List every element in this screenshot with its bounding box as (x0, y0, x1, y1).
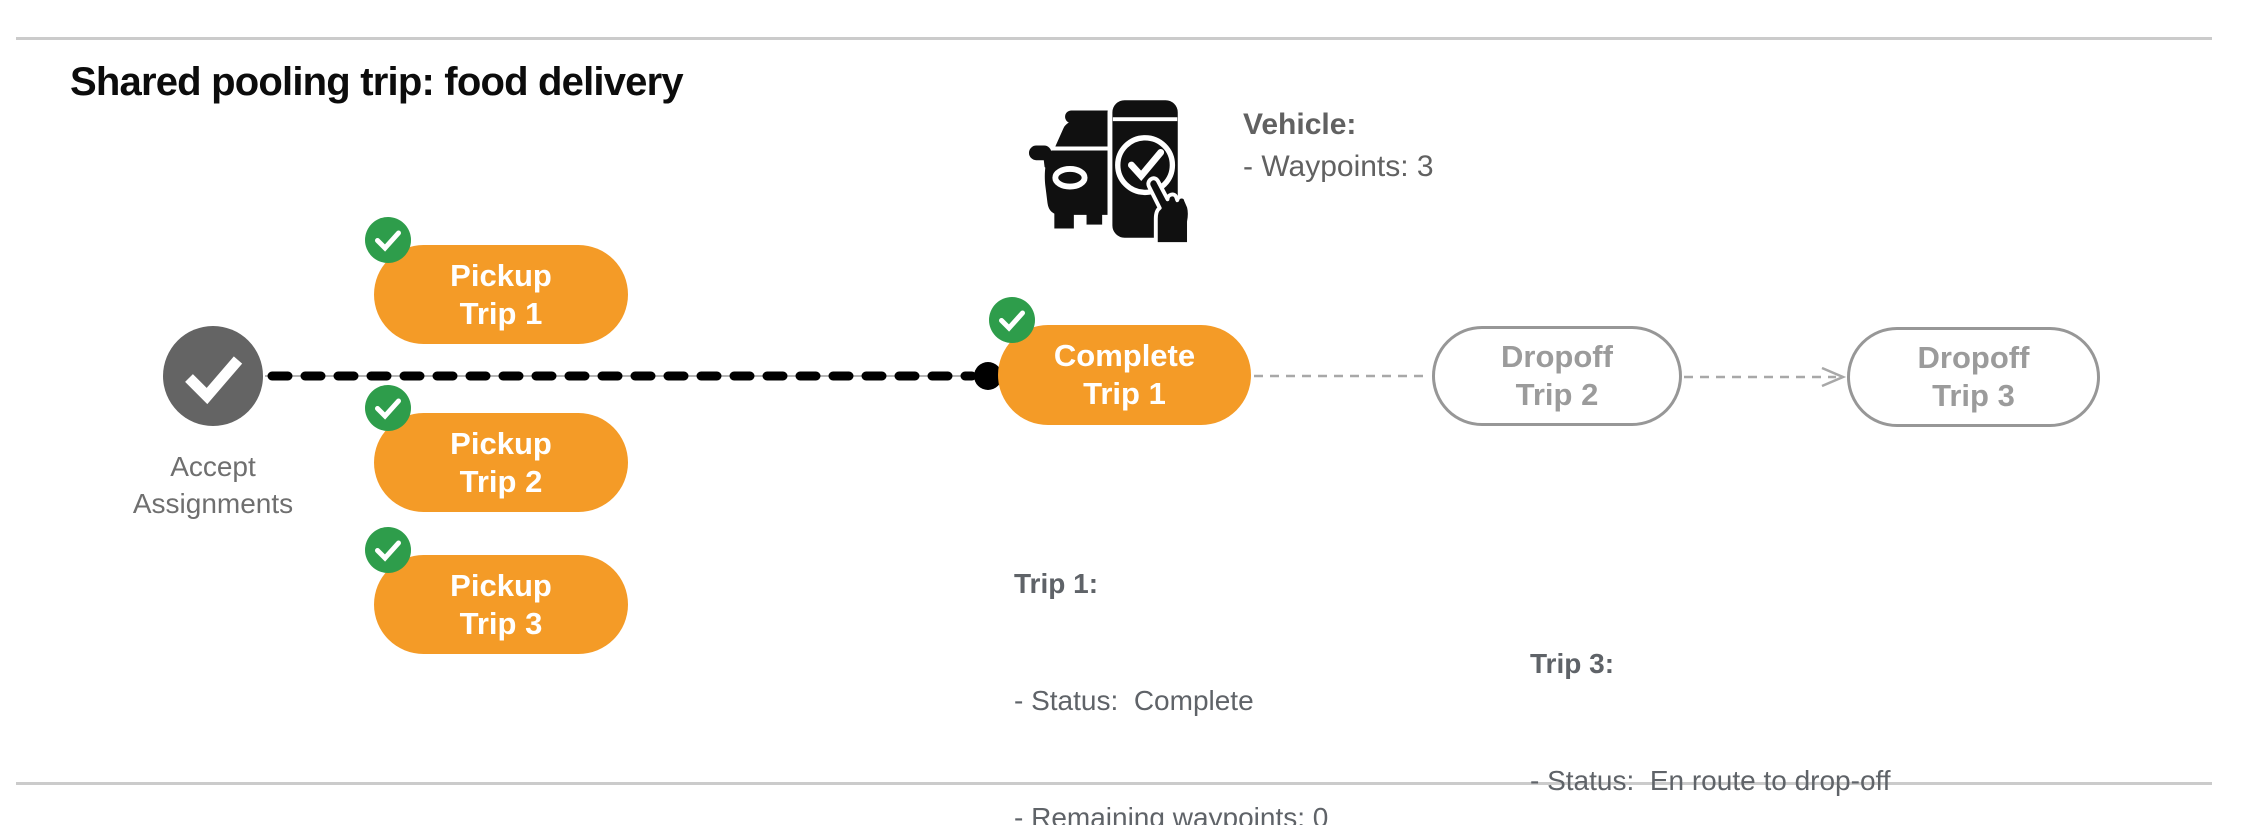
start-node-label: Accept Assignments (132, 451, 294, 519)
node-pickup-trip-2: Pickup Trip 2 (374, 413, 628, 512)
trip1-heading: Trip 1: (1014, 568, 1099, 599)
top-divider (16, 37, 2212, 40)
trip3-heading: Trip 3: (1530, 648, 1615, 679)
trip3-status: - Status: En route to drop-off (1530, 765, 1891, 796)
check-badge-icon (365, 217, 411, 263)
node-dropoff-trip-2: Dropoff Trip 2 (1432, 326, 1682, 426)
node-pickup-trip-1: Pickup Trip 1 (374, 245, 628, 344)
check-badge-icon (365, 385, 411, 431)
check-icon (185, 356, 243, 405)
check-badge-icon (989, 297, 1035, 343)
car-headlight (1052, 166, 1088, 190)
node-dropoff-trip-3: Dropoff Trip 3 (1847, 327, 2100, 427)
vehicle-label: Vehicle: (1243, 108, 1357, 141)
vehicle-waypoints: - Waypoints: 3 (1243, 150, 1434, 183)
vehicle-info: Vehicle: - Waypoints: 3 (1243, 104, 1434, 188)
route-end-dot (974, 362, 1002, 390)
arrowhead-icon (1821, 366, 1847, 388)
start-node-accept-assignments (163, 326, 263, 426)
phone-check-circle-icon (1115, 135, 1176, 196)
trip-details-right: Trip 3: - Status: En route to drop-off -… (1530, 566, 1891, 825)
car-roof (1065, 110, 1114, 124)
trip1-status: - Status: Complete (1014, 685, 1254, 716)
node-complete-trip-1: Complete Trip 1 (998, 325, 1251, 425)
node-pickup-trip-3: Pickup Trip 3 (374, 555, 628, 654)
bottom-divider (16, 782, 2212, 785)
trip1-waypoints: - Remaining waypoints: 0 (1014, 802, 1329, 825)
hand-finger (1146, 176, 1188, 247)
vehicle-phone-check-icon (1028, 95, 1188, 247)
page-title: Shared pooling trip: food delivery (70, 60, 684, 104)
trip-details-left: Trip 1: - Status: Complete - Remaining w… (1014, 486, 1375, 825)
check-badge-icon (365, 527, 411, 573)
